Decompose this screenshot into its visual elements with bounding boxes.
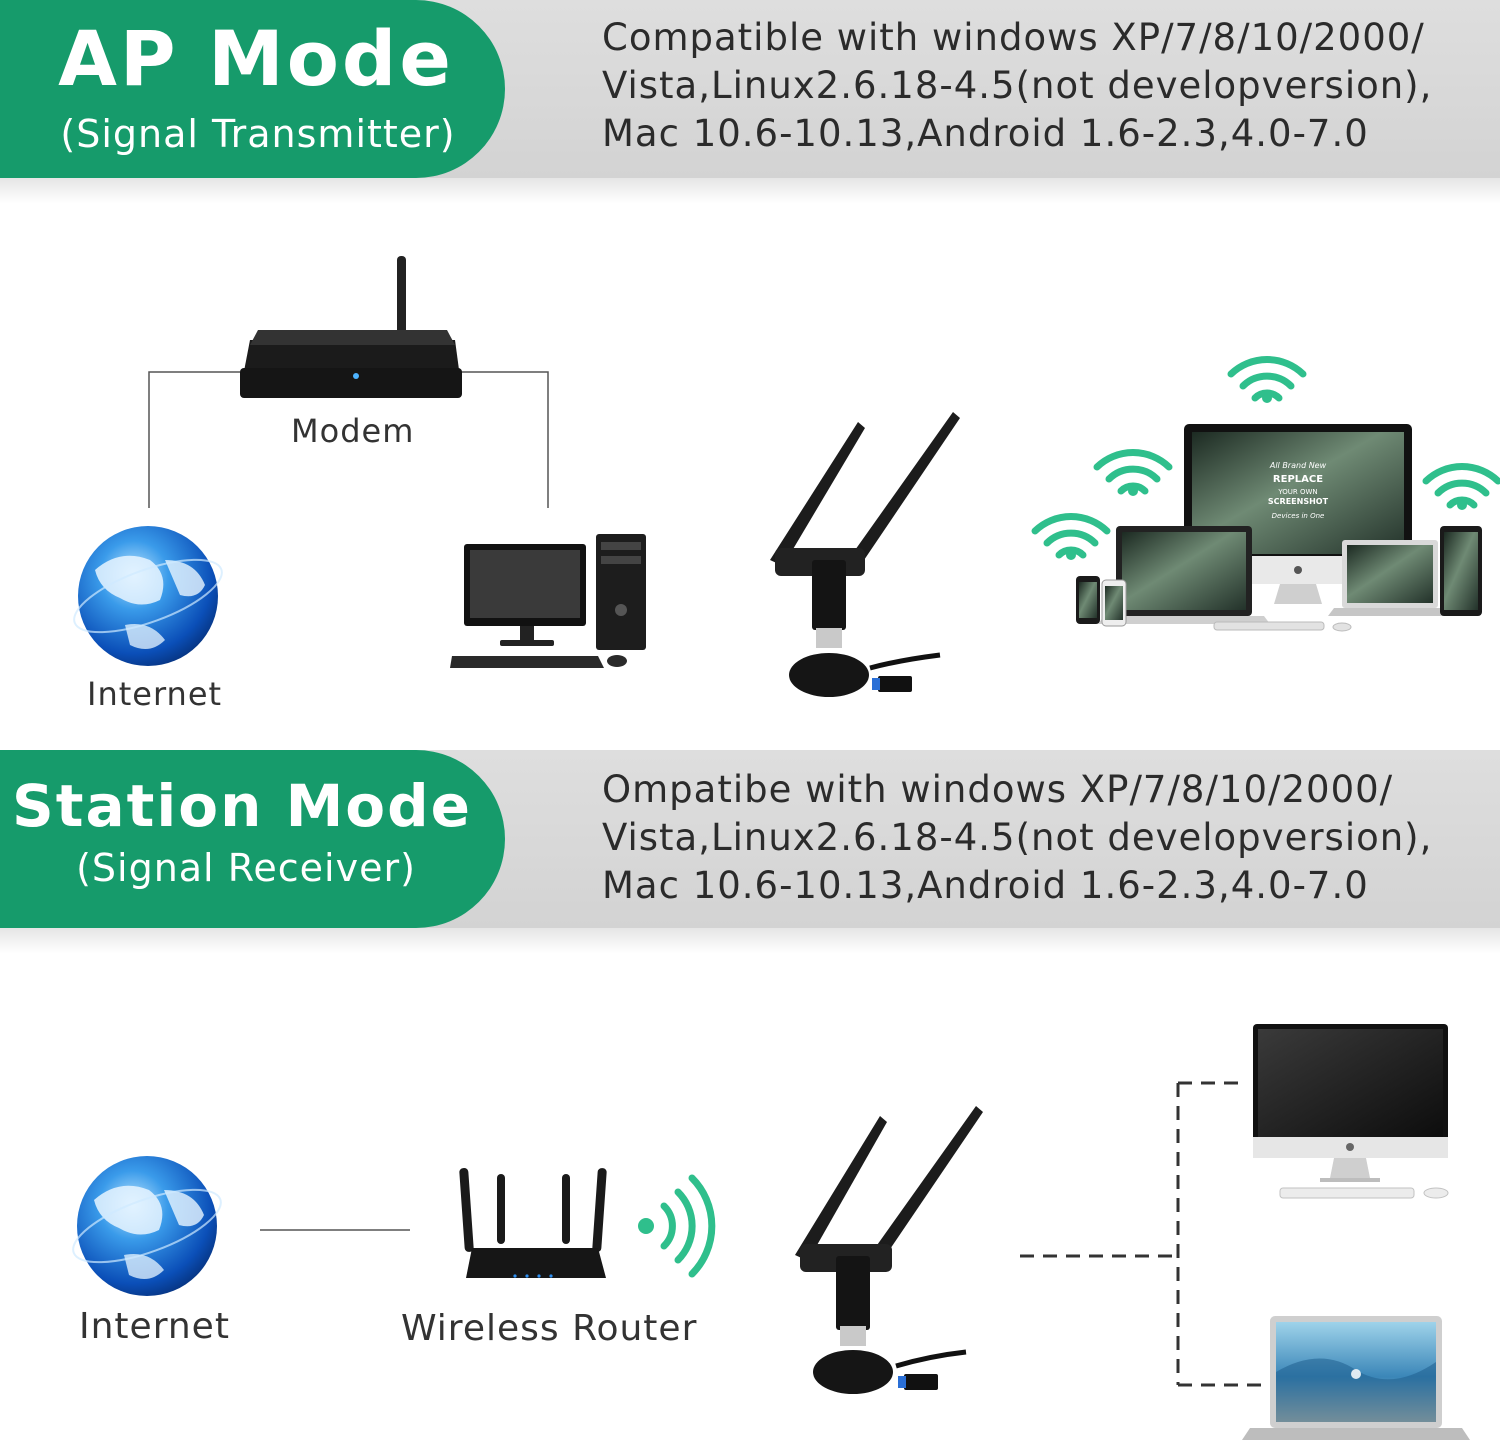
wireless-router-label: Wireless Router xyxy=(401,1308,698,1349)
station-compat-line: Mac 10.6-10.13,Android 1.6-2.3,4.0-7.0 xyxy=(602,864,1369,907)
ap-connector-lines xyxy=(148,371,549,508)
usb-wifi-adapter-icon xyxy=(770,412,960,697)
ap-mode-header: AP Mode (Signal Transmitter) Compatible … xyxy=(0,0,1500,178)
wifi-icon xyxy=(638,1174,716,1278)
screen-text-line: YOUR OWN xyxy=(1277,488,1317,496)
ap-compat-line: Compatible with windows XP/7/8/10/2000/ xyxy=(602,16,1425,59)
ap-compat-text: Compatible with windows XP/7/8/10/2000/ … xyxy=(602,14,1432,158)
internet-label: Internet xyxy=(87,675,223,713)
globe-icon xyxy=(72,1156,222,1296)
screen-text-line: REPLACE xyxy=(1273,474,1323,485)
screen-text-line: All Brand New xyxy=(1269,461,1327,470)
modem-icon xyxy=(240,256,462,398)
ap-mode-title: AP Mode xyxy=(58,14,454,103)
phone-icon xyxy=(1076,576,1100,624)
usb-wifi-adapter-icon xyxy=(795,1106,983,1394)
screen-text-line: SCREENSHOT xyxy=(1268,497,1329,506)
station-compat-line: Ompatibe with windows XP/7/8/10/2000/ xyxy=(602,768,1394,811)
internet-label: Internet xyxy=(79,1306,230,1347)
router-icon xyxy=(459,1168,607,1278)
ap-compat-line: Mac 10.6-10.13,Android 1.6-2.3,4.0-7.0 xyxy=(602,112,1369,155)
ap-mode-subtitle: (Signal Transmitter) xyxy=(60,112,456,156)
station-header-shadow xyxy=(0,928,1500,954)
dashed-connectors xyxy=(1020,1081,1266,1387)
globe-icon xyxy=(73,526,223,666)
imac-icon xyxy=(1253,1024,1449,1199)
phone-icon xyxy=(1101,579,1127,627)
station-mode-title: Station Mode xyxy=(12,772,472,840)
macbook-icon xyxy=(1242,1316,1470,1440)
tablet-icon xyxy=(1440,526,1482,616)
ap-compat-line: Vista,Linux2.6.18-4.5(not developversion… xyxy=(602,64,1433,107)
station-compat-line: Vista,Linux2.6.18-4.5(not developversion… xyxy=(602,816,1433,859)
ap-header-shadow xyxy=(0,178,1500,204)
screen-text-line: Devices in One xyxy=(1272,512,1325,520)
station-compat-text: Ompatibe with windows XP/7/8/10/2000/ Vi… xyxy=(602,766,1432,910)
modem-label: Modem xyxy=(291,412,415,450)
laptop-icon xyxy=(1328,540,1452,616)
station-mode-badge: Station Mode (Signal Receiver) xyxy=(0,750,505,928)
ap-mode-badge: AP Mode (Signal Transmitter) xyxy=(0,0,505,178)
desktop-pc-icon xyxy=(450,534,646,668)
laptop-icon xyxy=(1098,526,1270,624)
wifi-icon xyxy=(1031,356,1500,560)
station-mode-subtitle: (Signal Receiver) xyxy=(76,846,416,890)
station-mode-header: Station Mode (Signal Receiver) Ompatibe … xyxy=(0,750,1500,928)
devices-group: All Brand New REPLACE YOUR OWN SCREENSHO… xyxy=(1076,424,1482,632)
